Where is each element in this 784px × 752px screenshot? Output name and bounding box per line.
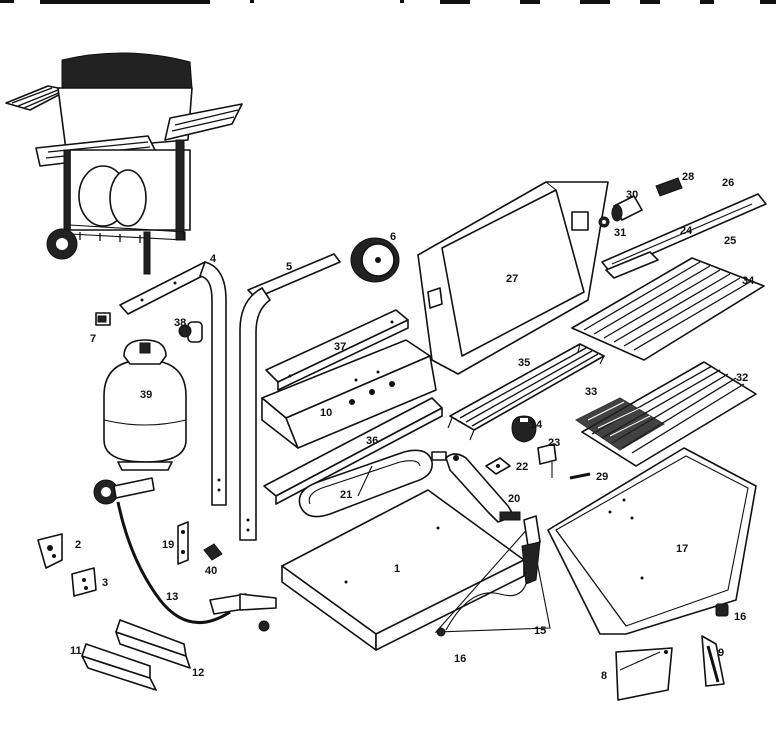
part-27-hood	[417, 181, 609, 375]
part-25-handle-bar	[605, 251, 659, 279]
part-31-washer	[598, 216, 610, 228]
part-40-clip	[203, 543, 223, 561]
part-33-briquette-grate	[575, 397, 665, 451]
label-part-27: 27	[506, 273, 518, 285]
label-part-14: 14	[530, 419, 543, 431]
label-part-11: 11	[70, 645, 82, 657]
label-part-39: 39	[140, 389, 152, 401]
label-part-20: 20	[508, 493, 520, 505]
part-38-knob	[178, 321, 203, 343]
label-part-19: 19	[162, 539, 174, 551]
label-part-12: 12	[192, 667, 204, 679]
part-1-bottom-pan	[281, 489, 525, 651]
part-11-bracket	[81, 643, 157, 691]
label-part-31: 31	[614, 227, 626, 239]
label-part-36: 36	[366, 435, 378, 447]
part-29-screw	[569, 472, 591, 480]
label-part-8: 8	[601, 670, 607, 682]
part-30-handle-end	[611, 195, 643, 222]
part-5-leg	[239, 253, 341, 541]
label-part-22: 22	[516, 461, 528, 473]
label-part-6: 6	[390, 231, 396, 243]
part-6-wheel	[350, 237, 400, 283]
part-37-plate	[265, 309, 409, 391]
label-part-38: 38	[174, 317, 186, 329]
label-part-2: 2	[75, 539, 81, 551]
part-34-cooking-grid	[571, 257, 765, 361]
label-part-32: 32	[736, 372, 748, 384]
assembled-grill-illustration	[5, 52, 243, 275]
part-13-regulator-hose	[93, 477, 277, 632]
part-2-bracket	[37, 533, 63, 569]
label-part-25: 25	[724, 235, 736, 247]
label-part-1: 1	[394, 563, 400, 575]
part-18-cap	[715, 603, 729, 617]
label-part-9: 9	[718, 647, 724, 659]
label-part-4: 4	[210, 253, 217, 265]
label-part-5: 5	[286, 261, 292, 273]
part-14-control-knob	[511, 415, 537, 443]
label-part-16b: 16	[734, 611, 746, 623]
part-17-firebox	[547, 447, 757, 635]
label-part-21: 21	[340, 489, 352, 501]
part-10-control-panel	[261, 339, 437, 449]
label-part-28: 28	[682, 171, 694, 183]
part-4-leg	[119, 261, 227, 506]
cropped-header-marks	[0, 0, 776, 4]
part-36-plate	[263, 397, 443, 505]
part-35-rack	[447, 343, 605, 441]
label-part-16: 16	[454, 653, 466, 665]
part-8-bracket	[615, 647, 673, 701]
label-part-7: 7	[90, 333, 96, 345]
label-part-34: 34	[742, 275, 755, 287]
part-28-clip	[655, 177, 683, 197]
part-20-venturi	[445, 453, 521, 523]
label-part-33: 33	[585, 386, 597, 398]
part-number-labels: 1 2 3 4 5 6 7 8 9 10 11 12 13 14 15 16 1…	[70, 171, 755, 682]
part-15-igniter	[434, 515, 551, 633]
label-part-35: 35	[518, 357, 530, 369]
part-7-clip	[95, 312, 111, 326]
label-part-23: 23	[548, 437, 560, 449]
label-part-30: 30	[626, 189, 638, 201]
label-part-10: 10	[320, 407, 332, 419]
label-part-15: 15	[534, 625, 546, 637]
label-part-29: 29	[596, 471, 608, 483]
part-23-bracket	[537, 443, 557, 478]
label-part-37: 37	[334, 341, 346, 353]
part-19-bracket	[177, 521, 189, 565]
label-part-17: 17	[676, 543, 688, 555]
part-21-burner	[298, 449, 447, 518]
label-part-3: 3	[102, 577, 108, 589]
part-39-propane-tank	[103, 339, 187, 471]
label-part-24: 24	[680, 225, 693, 237]
part-9-bracket	[701, 635, 725, 687]
label-part-26: 26	[722, 177, 734, 189]
part-16-electrode	[436, 627, 446, 637]
label-part-40: 40	[205, 565, 217, 577]
label-part-13: 13	[166, 591, 178, 603]
part-3-bracket	[71, 567, 97, 597]
part-12-bracket	[115, 619, 191, 669]
part-22-gasket	[485, 457, 511, 475]
